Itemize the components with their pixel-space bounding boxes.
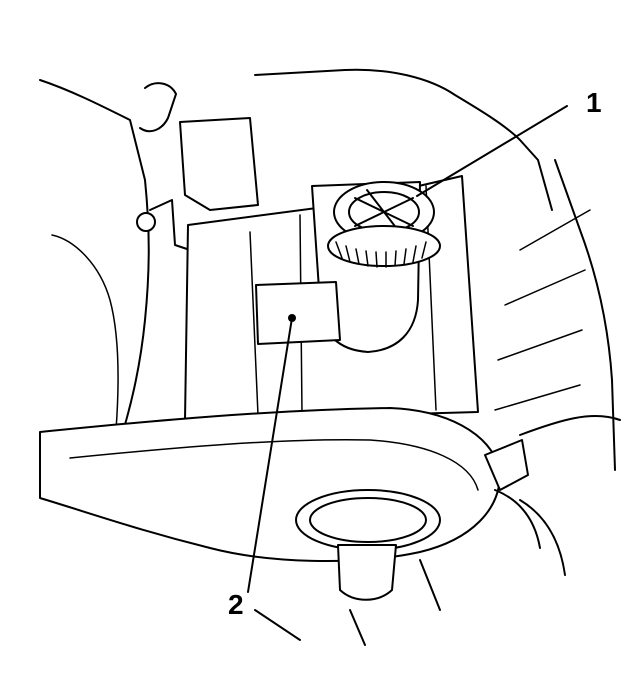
- connector-housing: [179, 117, 259, 211]
- gear-teeth: [335, 241, 427, 268]
- hub-inner: [309, 497, 427, 543]
- lower-support: [254, 559, 441, 646]
- callout-1-leader: [416, 105, 568, 197]
- callout-1-label: 1: [586, 87, 602, 118]
- right-bracket: [484, 439, 529, 491]
- right-ribs: [494, 209, 591, 411]
- bolt-head: [136, 212, 156, 232]
- hose-clamp: [139, 82, 177, 133]
- sensor-gear-ring: [327, 225, 441, 267]
- callout-2-label: 2: [228, 589, 244, 620]
- right-side-outline: [554, 159, 616, 471]
- right-lower-outline: [519, 414, 621, 576]
- upper-housing-outline: [254, 68, 553, 211]
- mounting-tab: [255, 281, 341, 345]
- hub-stem: [337, 544, 397, 601]
- left-inner-contour: [51, 234, 119, 431]
- right-bracket-tail: [494, 489, 541, 549]
- lower-arm-inner-curve: [69, 439, 479, 491]
- lower-arm: [39, 407, 502, 563]
- left-housing-outline: [39, 79, 150, 453]
- callout-2-leader: [247, 317, 293, 593]
